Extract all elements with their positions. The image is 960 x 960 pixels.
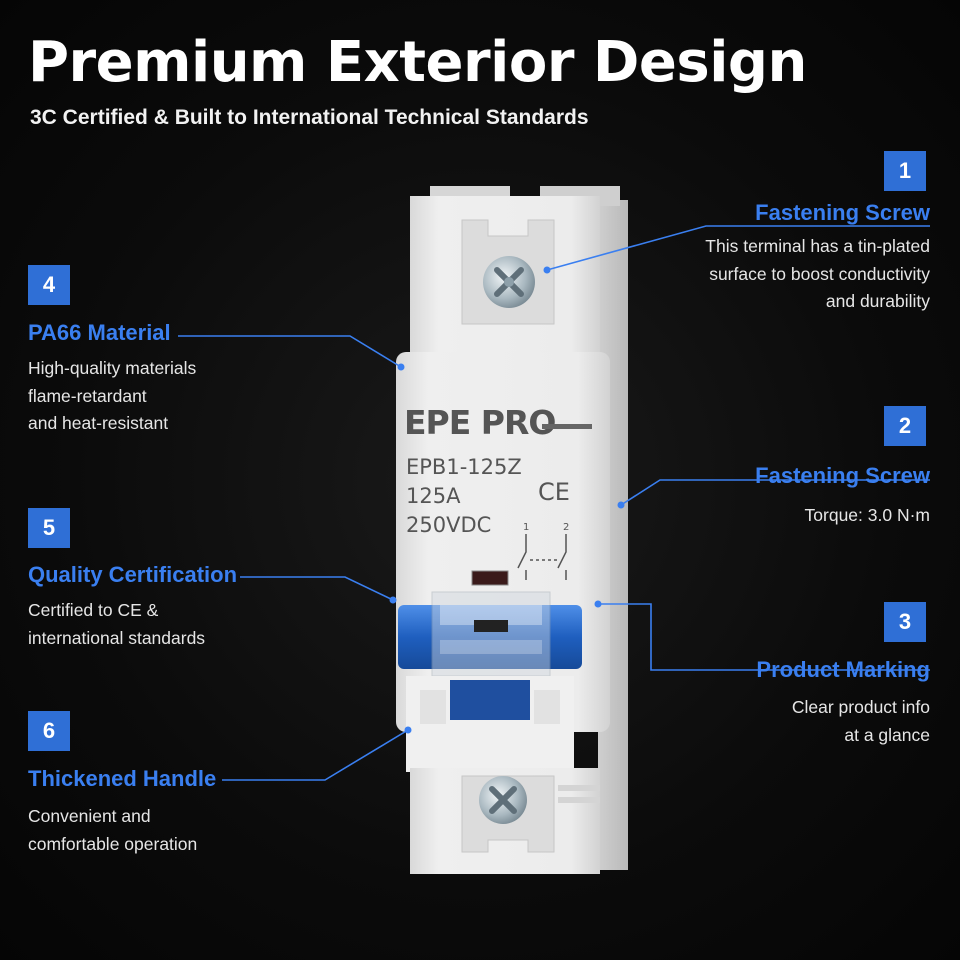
brand-logo: EPE PRO: [404, 403, 555, 442]
feature-title-2: Fastening Screw: [755, 463, 930, 488]
feature-desc-4: High-quality materials flame-retardant a…: [28, 355, 196, 438]
feature-desc-1: This terminal has a tin-plated surface t…: [705, 233, 930, 316]
callout-line-6: [222, 729, 409, 781]
callout-dot-3: [594, 600, 602, 608]
feature-desc-4-line: and heat-resistant: [28, 413, 169, 433]
feature-desc-2: Torque: 3.0 N·m: [805, 502, 930, 530]
feature-desc-1-line: surface to boost conductivity: [709, 263, 930, 284]
model-label: EPB1-125Z: [406, 455, 522, 479]
feature-desc-3-line: at a glance: [844, 724, 930, 745]
feature-desc-1-line: and durability: [825, 291, 930, 311]
ce-mark: CE: [538, 478, 570, 506]
page-title: Premium Exterior Design: [28, 30, 807, 95]
feature-desc-6: Convenient and comfortable operation: [28, 803, 197, 858]
pole-label-2: 2: [563, 522, 569, 533]
wiring-symbol: [517, 534, 567, 580]
current-label: 125A: [406, 484, 461, 508]
feature-desc-6-line: comfortable operation: [28, 833, 198, 854]
feature-desc-2-line: Torque: 3.0 N·m: [804, 505, 930, 525]
callout-line-3: [598, 603, 930, 671]
feature-badge-4: 4: [28, 265, 70, 305]
feature-desc-1-line: This terminal has a tin-plated: [705, 236, 930, 256]
feature-desc-6-line: Convenient and: [28, 806, 151, 826]
page-subtitle: 3C Certified & Built to International Te…: [30, 106, 589, 129]
status-indicator: [471, 570, 509, 586]
feature-badge-5: 5: [28, 508, 70, 548]
callout-line-1: [546, 225, 930, 271]
callout-dot-2: [617, 501, 625, 509]
feature-title-5: Quality Certification: [28, 562, 238, 587]
feature-desc-4-line: High-quality materials: [28, 358, 197, 378]
feature-desc-3-line: Clear product info: [791, 697, 930, 717]
feature-title-4: PA66 Material: [28, 320, 171, 345]
feature-title-1: Fastening Screw: [755, 200, 930, 225]
feature-title-6: Thickened Handle: [28, 766, 217, 791]
feature-desc-5: Certified to CE & international standard…: [28, 597, 205, 652]
callout-dot-5: [389, 596, 397, 604]
feature-badge-2: 2: [884, 406, 926, 446]
feature-desc-5-line: international standards: [28, 627, 206, 648]
feature-desc-4-line: flame-retardant: [28, 385, 147, 406]
feature-badge-6: 6: [28, 711, 70, 751]
feature-desc-3: Clear product info at a glance: [792, 694, 930, 749]
breaker-handle: [398, 605, 582, 669]
voltage-label: 250VDC: [406, 513, 491, 537]
callout-dot-4: [397, 363, 405, 371]
feature-title-3: Product Marking: [756, 657, 930, 682]
feature-desc-5-line: Certified to CE &: [28, 600, 159, 620]
callout-dot-6: [404, 726, 412, 734]
feature-badge-3: 3: [884, 602, 926, 642]
callout-dot-1: [543, 266, 551, 274]
callout-line-2: [620, 479, 930, 506]
callout-line-4: [178, 335, 402, 368]
feature-badge-1: 1: [884, 151, 926, 191]
callout-line-5: [240, 576, 394, 601]
pole-label-1: 1: [523, 522, 529, 533]
